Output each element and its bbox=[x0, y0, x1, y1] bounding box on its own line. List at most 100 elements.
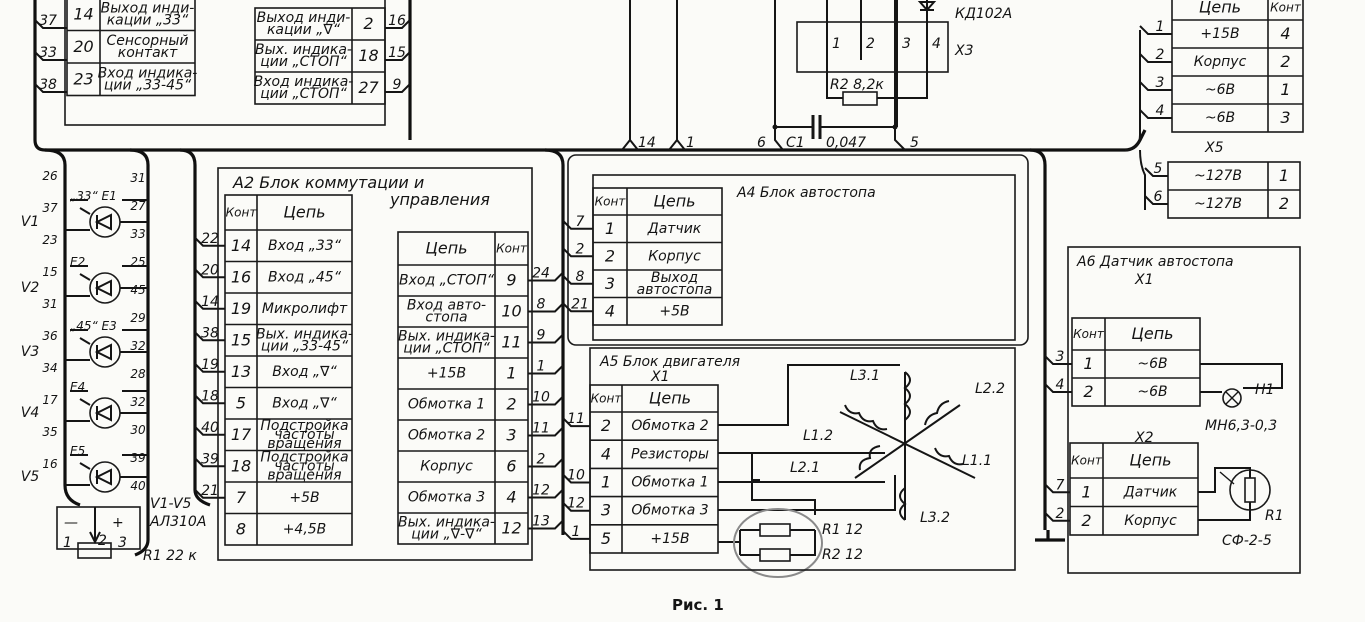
pin-stub bbox=[34, 19, 67, 29]
table-cell-signal: Корпус bbox=[420, 459, 473, 475]
winding-label: L1.2 bbox=[803, 428, 833, 444]
a2-title: A2 Блок коммутации и bbox=[232, 173, 424, 192]
table-header-kont: Конт bbox=[1071, 454, 1103, 468]
led-pin-label: 37 bbox=[42, 201, 58, 215]
table-cell-kont: 4 bbox=[1280, 24, 1290, 43]
table-cell-signal: Обмотка 1 bbox=[408, 397, 485, 413]
table-cell-kont: 14 bbox=[231, 236, 251, 255]
resistor-label: R2 12 bbox=[822, 547, 863, 563]
table-cell-signal: ~6В bbox=[1137, 356, 1167, 372]
led-pin-label: 30 bbox=[130, 423, 146, 437]
table-header-cell: Цепь bbox=[1131, 324, 1173, 343]
table-cell-kont: 18 bbox=[358, 46, 378, 65]
table-cell-signal: Выход инди-кации „∇“ bbox=[257, 10, 351, 38]
pin-label: 4 bbox=[1056, 377, 1065, 393]
table-cell-kont: 1 bbox=[1280, 80, 1290, 99]
pin-label: 20 bbox=[201, 262, 219, 278]
pin-stub bbox=[385, 19, 411, 29]
wire-label: 1 bbox=[686, 135, 695, 151]
x3-connector-box bbox=[796, 21, 949, 73]
a6-x2-table-frame bbox=[1069, 442, 1199, 536]
a5-r2-resistor-icon bbox=[759, 548, 791, 562]
led-icon bbox=[65, 454, 148, 493]
pin-stub bbox=[528, 488, 564, 499]
pin-stub bbox=[562, 530, 590, 540]
r2-resistor-icon bbox=[842, 91, 878, 106]
power-table-frame bbox=[1171, 0, 1304, 133]
pin-label: 8 bbox=[537, 297, 546, 313]
pin-label: 1 bbox=[572, 524, 581, 540]
a5-r1-resistor-icon bbox=[759, 523, 791, 537]
table-cell-signal: +15В bbox=[427, 366, 466, 382]
pin-label: 19 bbox=[201, 357, 219, 373]
table-cell-kont: 3 bbox=[506, 426, 516, 445]
junction-dot bbox=[772, 124, 778, 130]
a4-block-frame bbox=[592, 174, 1016, 341]
table-cell-signal: ~6В bbox=[1205, 82, 1235, 98]
x3-pin: 2 bbox=[866, 36, 875, 52]
pin-label: 5 bbox=[1154, 161, 1163, 177]
pin-label: 11 bbox=[567, 411, 585, 427]
pin-label: 9 bbox=[537, 328, 546, 344]
table-cell-signal: Вых. индика-ции „33-45“ bbox=[256, 326, 353, 354]
pin-label: 24 bbox=[532, 266, 550, 282]
pin-label: 12 bbox=[532, 483, 550, 499]
pin-label: 40 bbox=[201, 420, 219, 436]
wire-14 bbox=[621, 0, 639, 151]
table-header-cell: Цепь bbox=[649, 389, 691, 408]
pin-stub bbox=[528, 271, 564, 282]
led-rail-left bbox=[44, 148, 81, 507]
pin-label: 2 bbox=[1156, 47, 1165, 63]
main-bus bbox=[33, 0, 1147, 152]
pot-pin: 1 bbox=[63, 535, 72, 551]
table-cell-kont: 1 bbox=[605, 219, 615, 238]
diode-icon bbox=[917, 1, 937, 12]
pot-pin: 2 bbox=[98, 533, 107, 549]
c1-capacitor-icon bbox=[811, 115, 822, 139]
led-pin-label: 31 bbox=[130, 171, 145, 185]
a2-left-bus bbox=[179, 148, 211, 507]
pin-stub bbox=[562, 501, 590, 512]
led-pin-label: 36 bbox=[42, 329, 58, 343]
table-cell-kont: 11 bbox=[501, 333, 521, 352]
table-cell-signal: Обмотка 1 bbox=[631, 475, 708, 491]
pin-label: 21 bbox=[201, 483, 219, 499]
a2-right-table-frame bbox=[397, 231, 529, 545]
pin-label: 9 bbox=[393, 77, 402, 93]
pin-label: 3 bbox=[1056, 349, 1065, 365]
table-cell-signal: Обмотка 3 bbox=[408, 490, 485, 506]
table-cell-signal: +15В bbox=[1200, 26, 1239, 42]
table-cell-kont: 1 bbox=[1279, 166, 1289, 185]
table-cell-signal: +5В bbox=[289, 490, 319, 506]
pin-stub bbox=[562, 417, 590, 428]
led-pin-label: 31 bbox=[42, 297, 57, 311]
x3-pin: 1 bbox=[832, 36, 841, 52]
photoresistor-r1-icon bbox=[1219, 469, 1271, 511]
pot-sign: — bbox=[64, 515, 78, 531]
a5-connector-label: X1 bbox=[650, 369, 670, 385]
table-header-cell: Цепь bbox=[425, 239, 467, 258]
pin-label: 10 bbox=[567, 468, 585, 484]
a6-x1-label: X1 bbox=[1134, 272, 1154, 288]
led-element-label: E2 bbox=[70, 255, 85, 269]
wire-6 bbox=[774, 0, 784, 151]
table-header-kont: Конт bbox=[595, 195, 627, 209]
wire-label: 5 bbox=[910, 135, 919, 151]
pin-stub bbox=[528, 395, 564, 406]
pin-label: 4 bbox=[1156, 103, 1165, 119]
diode-label: КД102А bbox=[955, 6, 1012, 22]
pin-stub bbox=[528, 302, 564, 313]
led-type-label: V1-V5 bbox=[150, 496, 192, 512]
led-pin-label: 35 bbox=[42, 425, 57, 439]
pin-label: 16 bbox=[388, 13, 406, 29]
led-pin-label: 29 bbox=[130, 311, 145, 325]
pin-label: 3 bbox=[1156, 75, 1165, 91]
table-cell-signal: Корпус bbox=[648, 248, 701, 264]
pin-stub bbox=[562, 275, 593, 285]
table-header-cell: Цепь bbox=[1129, 451, 1171, 470]
table-cell-kont: 3 bbox=[1280, 108, 1290, 127]
c1-label: C1 bbox=[786, 135, 805, 151]
table-cell-kont: 27 bbox=[358, 78, 379, 97]
